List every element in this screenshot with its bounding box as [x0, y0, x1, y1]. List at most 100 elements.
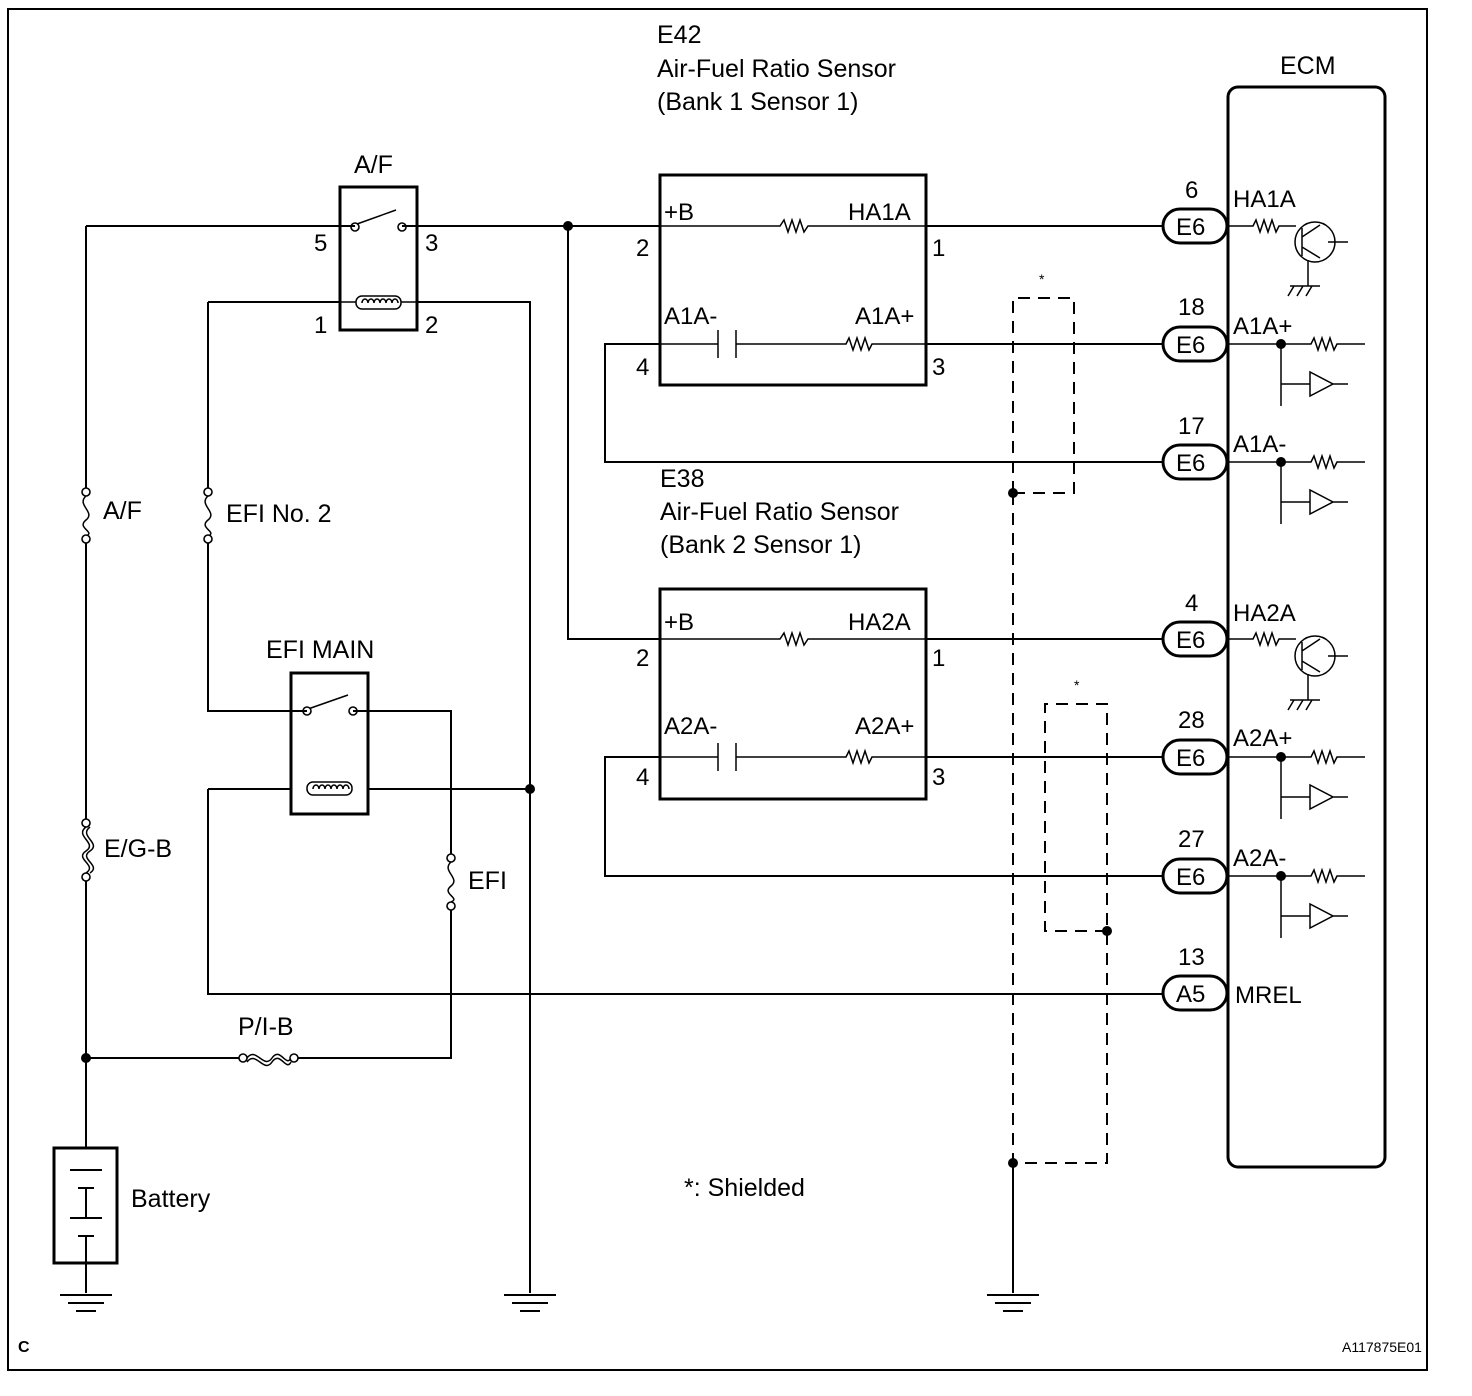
sensor-bank2: E38 Air-Fuel Ratio Sensor (Bank 2 Sensor… — [636, 465, 945, 801]
ecm-terminal-a1a-minus: 17 E6 A1A- — [1161, 413, 1365, 524]
efi-main-box — [289, 671, 370, 816]
af-relay-label: A/F — [354, 151, 393, 179]
ecm-terminal-a2a-minus: 27 E6 A2A- — [1161, 826, 1365, 938]
sensor2-pinnum-minus: 4 — [636, 764, 649, 791]
svg-text:A5: A5 — [1176, 981, 1205, 1008]
comparator-icon — [1280, 757, 1348, 819]
fuse-efi-icon: EFI — [446, 853, 507, 911]
sensor1-heater-resistor — [660, 217, 926, 235]
sensor2-element — [660, 743, 926, 771]
sensor1-pin-minus: A1A- — [664, 303, 717, 330]
wire-plus-b-feed — [420, 225, 660, 640]
svg-text:2: 2 — [425, 312, 438, 339]
efi-main-switch-icon — [307, 694, 349, 710]
ecm-label: ECM — [1280, 52, 1336, 80]
sensor1-name: Air-Fuel Ratio Sensor — [657, 55, 896, 83]
fuse-af-icon: A/F — [81, 487, 142, 544]
svg-text:E6: E6 — [1176, 214, 1205, 241]
af-relay-switch-icon — [356, 209, 397, 225]
sensor2-pinnum-plus-b: 2 — [636, 645, 649, 672]
fuse-eg-b-label: E/G-B — [104, 835, 172, 863]
svg-text:E6: E6 — [1176, 864, 1205, 891]
fuse-eg-b-icon: E/G-B — [81, 818, 172, 882]
ecm-pin-6: 6 — [1185, 177, 1198, 204]
svg-text:E6: E6 — [1176, 627, 1205, 654]
sensor2-pin-minus: A2A- — [664, 713, 717, 740]
sensor2-name: Air-Fuel Ratio Sensor — [660, 498, 899, 526]
efi-main-label: EFI MAIN — [266, 636, 374, 664]
fuse-efi-no2-icon: EFI No. 2 — [203, 487, 332, 544]
corner-letter: C — [18, 1339, 30, 1356]
ecm-terminal-mrel: 13 A5 MREL — [1161, 944, 1302, 1012]
diagram-frame — [7, 8, 1428, 1371]
svg-text:A1A-: A1A- — [1233, 431, 1286, 458]
svg-text:3: 3 — [425, 230, 438, 257]
fuse-pi-b-label: P/I-B — [238, 1013, 294, 1041]
power-wiring — [81, 225, 1163, 1293]
wire-a2a-minus — [604, 756, 1163, 877]
sensor2-id: E38 — [660, 465, 704, 493]
svg-text:13: 13 — [1178, 944, 1205, 971]
svg-text:A1A+: A1A+ — [1233, 313, 1292, 340]
svg-text:HA2A: HA2A — [1233, 600, 1296, 627]
fuse-efi-label: EFI — [468, 867, 507, 895]
relay-ground-icon — [504, 1294, 556, 1312]
ecm-terminal-ha1a: 6 E6 HA1A — [1161, 177, 1348, 297]
battery-ground-icon — [60, 1294, 112, 1312]
comparator-icon — [1280, 462, 1348, 524]
sensor1-pinnum-minus: 4 — [636, 354, 649, 381]
af-relay: A/F 5 3 1 2 — [314, 151, 438, 339]
shield1-marker: * — [1039, 271, 1045, 287]
sensor1-pinnum-heater: 1 — [932, 235, 945, 262]
svg-text:E6: E6 — [1176, 332, 1205, 359]
sensor2-pinnum-plus: 3 — [932, 764, 945, 791]
fuse-pi-b-icon: P/I-B — [238, 1013, 299, 1067]
sensor2-pin-plus: A2A+ — [855, 713, 914, 740]
sensor1-id: E42 — [657, 21, 701, 49]
svg-text:5: 5 — [314, 230, 327, 257]
fuse-efi-no2-label: EFI No. 2 — [226, 500, 332, 528]
shield-note: *: Shielded — [684, 1174, 805, 1202]
efi-main-relay: EFI MAIN — [266, 636, 374, 816]
svg-text:18: 18 — [1178, 294, 1205, 321]
svg-text:MREL: MREL — [1235, 982, 1302, 1009]
sensor1-pinnum-plus: 3 — [932, 354, 945, 381]
ecm-terminal-a1a-plus: 18 E6 A1A+ — [1161, 294, 1365, 406]
sensor-bank1: E42 Air-Fuel Ratio Sensor (Bank 1 Sensor… — [636, 21, 945, 387]
sensor2-pin-heater: HA2A — [848, 609, 911, 636]
ecm-terminal-a2a-plus: 28 E6 A2A+ — [1161, 707, 1365, 819]
svg-text:HA1A: HA1A — [1233, 186, 1296, 213]
svg-text:17: 17 — [1178, 413, 1205, 440]
sensor1-pin-plus-b: +B — [664, 199, 694, 226]
sensor2-pin-plus-b: +B — [664, 609, 694, 636]
svg-text:A2A+: A2A+ — [1233, 725, 1292, 752]
sensor1-position: (Bank 1 Sensor 1) — [657, 88, 859, 116]
svg-text:28: 28 — [1178, 707, 1205, 734]
shield2-marker: * — [1074, 677, 1080, 693]
ecm-box — [1226, 85, 1387, 1169]
battery-label: Battery — [131, 1185, 211, 1213]
shield-bank1: * — [1008, 271, 1075, 498]
sensor2-pinnum-heater: 1 — [932, 645, 945, 672]
svg-text:4: 4 — [1185, 590, 1198, 617]
sensor1-pinnum-plus-b: 2 — [636, 235, 649, 262]
svg-text:A2A-: A2A- — [1233, 845, 1286, 872]
comparator-icon — [1280, 876, 1348, 938]
sensor1-pin-heater: HA1A — [848, 199, 911, 226]
fuse-af-label: A/F — [103, 497, 142, 525]
ecm-terminal-ha2a: 4 E6 HA2A — [1161, 590, 1348, 711]
shield-bank2: * — [1008, 677, 1112, 1168]
battery-icon — [52, 1146, 119, 1265]
wire-a1a-minus — [604, 343, 1163, 463]
sensor2-heater-resistor — [660, 630, 926, 648]
svg-text:E6: E6 — [1176, 450, 1205, 477]
sensor1-box — [658, 173, 928, 387]
sensor1-element — [660, 330, 926, 358]
svg-text:E6: E6 — [1176, 745, 1205, 772]
junction-plus-b — [563, 221, 573, 231]
sensor-to-ecm-wires — [420, 221, 1163, 877]
sensor2-box — [658, 587, 928, 801]
af-relay-box — [338, 185, 419, 332]
figure-code: A117875E01 — [1342, 1339, 1422, 1355]
